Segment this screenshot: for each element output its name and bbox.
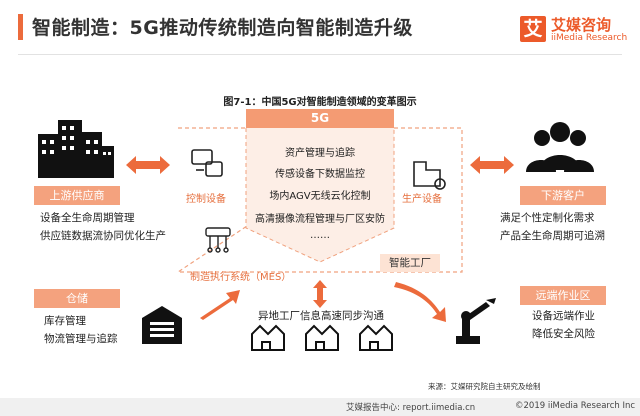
buildings-icon: [38, 120, 114, 178]
center-item-1: 资产管理与追踪: [285, 148, 355, 159]
remote-item-2: 降低安全风险: [532, 328, 595, 340]
arrow-warehouse: [200, 290, 240, 320]
control-device-icon: [191, 149, 223, 177]
brand-logo-icon: 艾: [520, 16, 546, 42]
storage-item-2: 物流管理与追踪: [44, 333, 118, 345]
factory-icon: [251, 324, 285, 351]
brand-name-en: iiMedia Research: [551, 33, 628, 43]
source-note: 来源：艾媒研究院自主研究及绘制: [428, 382, 541, 391]
arrow-remote: [394, 282, 446, 322]
storage-item-1: 库存管理: [44, 315, 86, 327]
center-item-3: 场内AGV无线云化控制: [269, 191, 371, 202]
remote-item-1: 设备远端作业: [532, 310, 595, 322]
remote-work-area-label: 远端作业区: [520, 286, 606, 305]
footer-bar: [0, 398, 640, 416]
production-device-icon: [413, 161, 446, 190]
people-icon: [526, 122, 594, 172]
arrow-right-downstream: [470, 156, 514, 174]
center-item-2: 传感设备下数据监控: [275, 169, 365, 180]
factory-icon: [305, 324, 339, 351]
center-item-5: ……: [310, 230, 330, 241]
5g-header: 5G: [246, 109, 394, 128]
smart-factory-label: 智能工厂: [380, 254, 440, 272]
upstream-item-2: 供应链数据流协同优化生产: [40, 230, 166, 242]
robot-arm-icon: [456, 298, 496, 344]
production-device-label: 生产设备: [402, 194, 442, 205]
title-accent-bar: [18, 14, 23, 40]
footer-report-link[interactable]: 艾媒报告中心: report.iimedia.cn: [346, 403, 476, 413]
downstream-item-1: 满足个性定制化需求: [500, 212, 595, 224]
downstream-customer-label: 下游客户: [520, 186, 606, 205]
footer-copyright: ©2019 iiMedia Research Inc: [515, 401, 636, 411]
brand-name-cn: 艾媒咨询: [551, 16, 612, 34]
figure-title: 图7-1：中国5G对智能制造领域的变革图示: [223, 97, 417, 108]
warehouse-icon: [142, 306, 182, 344]
mes-label: 制造执行系统（MES）: [190, 272, 292, 283]
downstream-item-2: 产品全生命周期可追溯: [500, 230, 605, 242]
arrow-left-upstream: [126, 156, 170, 174]
center-chevron: [245, 128, 395, 263]
upstream-item-1: 设备全生命周期管理: [40, 212, 135, 224]
factory-icon: [359, 324, 393, 351]
mes-icon: [205, 227, 231, 253]
center-item-4: 高清摄像流程管理与厂区安防: [255, 214, 385, 225]
control-device-label: 控制设备: [186, 194, 226, 205]
upstream-supplier-label: 上游供应商: [34, 186, 120, 205]
storage-label: 仓储: [34, 289, 120, 308]
arrow-vertical-sync: [313, 280, 327, 308]
page-title: 智能制造：5G推动传统制造向智能制造升级: [32, 17, 413, 39]
remote-sync-label: 异地工厂信息高速同步沟通: [258, 310, 384, 322]
header-divider: [18, 54, 622, 55]
